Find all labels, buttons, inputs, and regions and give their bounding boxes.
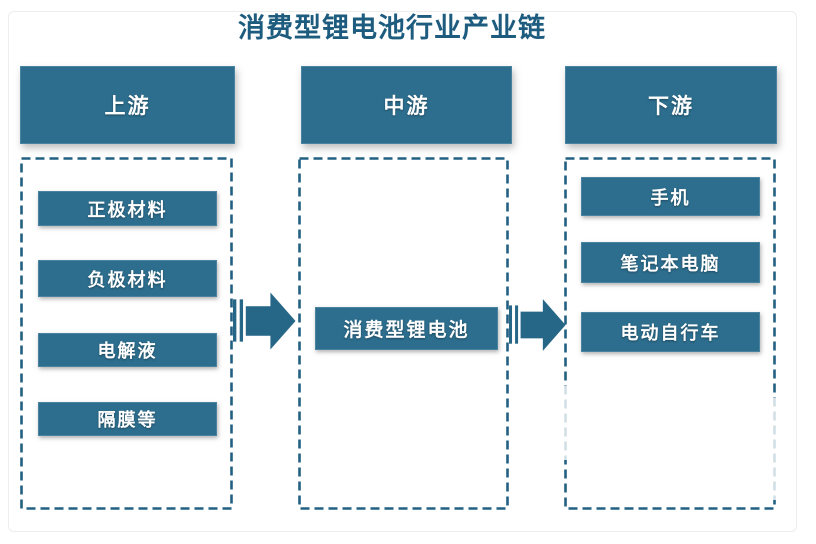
dashed-border (298, 157, 509, 510)
upstream-item-electrolyte: 电解液 (38, 333, 217, 367)
flow-arrow-right-icon (509, 299, 566, 351)
upstream-item-cathode-material: 正极材料 (38, 191, 217, 226)
midstream-header-box: 中游 (301, 66, 512, 144)
upstream-item-separator: 隔膜等 (38, 402, 217, 436)
outer-frame (8, 11, 797, 532)
downstream-item-mobile-phone: 手机 (581, 177, 760, 216)
downstream-header-label: 下游 (648, 94, 694, 118)
upstream-item-anode-material: 负极材料 (38, 260, 217, 297)
midstream-header-label: 中游 (383, 94, 430, 118)
downstream-items-region (564, 157, 776, 510)
midstream-items-region (298, 157, 509, 510)
downstream-header-box: 下游 (565, 66, 777, 144)
downstream-item-electric-bicycle: 电动自行车 (581, 312, 760, 352)
dashed-border (564, 157, 776, 510)
page-title: 消费型锂电池行业产业链 (238, 13, 546, 43)
flow-arrow-right-icon (233, 292, 296, 350)
upstream-items-region (20, 157, 233, 510)
upstream-header-label: 上游 (104, 94, 151, 118)
upstream-header-box: 上游 (20, 66, 235, 144)
midstream-item-consumer-lithium-battery: 消费型锂电池 (315, 307, 498, 350)
downstream-item-laptop: 笔记本电脑 (581, 242, 760, 283)
dashed-border (20, 157, 233, 510)
